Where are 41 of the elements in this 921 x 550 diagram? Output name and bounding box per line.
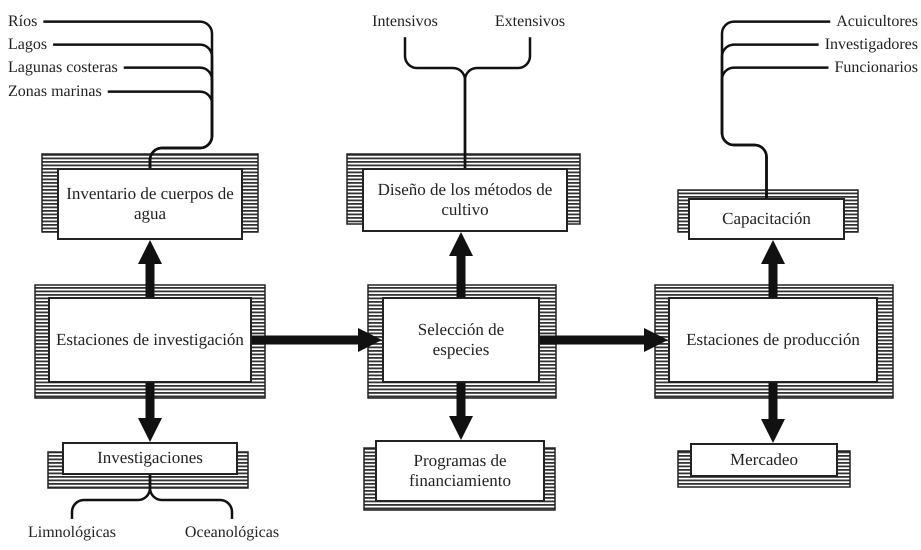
process-box xyxy=(362,168,568,232)
category-label: Oceanológicas xyxy=(184,523,280,542)
leader-line xyxy=(148,475,234,519)
category-label: Acuicultores xyxy=(836,12,918,32)
category-label: Ríos xyxy=(8,12,38,32)
process-box xyxy=(382,297,540,383)
category-label: Funcionarios xyxy=(834,58,918,78)
category-label: Limnológicas xyxy=(28,523,116,542)
arrow xyxy=(540,328,668,352)
category-label: Lagunas costeras xyxy=(8,58,118,78)
box-label: Inventario de cuerpos de agua xyxy=(65,184,235,224)
arrow xyxy=(138,383,162,442)
box-label: Programas de financiamiento xyxy=(408,450,512,492)
arrow xyxy=(761,383,785,443)
box-label: Capacitación xyxy=(722,208,811,230)
category-label: Intensivos xyxy=(372,12,438,32)
arrow xyxy=(449,232,473,297)
box-label: Estaciones de producción xyxy=(686,330,860,350)
process-box xyxy=(690,443,838,477)
box-label: Selección de especies xyxy=(416,320,506,360)
process-box xyxy=(62,442,238,475)
process-box xyxy=(57,168,243,240)
process-box xyxy=(48,297,252,383)
category-label: Extensivos xyxy=(494,12,566,32)
process-box xyxy=(668,297,878,383)
arrow xyxy=(449,383,473,440)
process-box xyxy=(688,198,845,240)
arrow xyxy=(252,328,382,352)
box-label: Estaciones de investigación xyxy=(56,330,244,350)
arrow xyxy=(761,240,785,297)
arrow xyxy=(138,240,162,297)
category-label: Lagos xyxy=(8,35,48,54)
leader-line xyxy=(108,90,214,168)
box-label: Mercadeo xyxy=(730,450,798,470)
box-label: Investigaciones xyxy=(97,448,203,469)
leader-line xyxy=(464,37,532,168)
process-box xyxy=(375,440,545,502)
category-label: Investigadores xyxy=(824,35,918,54)
box-label: Diseño de los métodos de cultivo xyxy=(376,180,554,220)
category-label: Zonas marinas xyxy=(8,82,102,102)
leader-line xyxy=(720,66,828,198)
